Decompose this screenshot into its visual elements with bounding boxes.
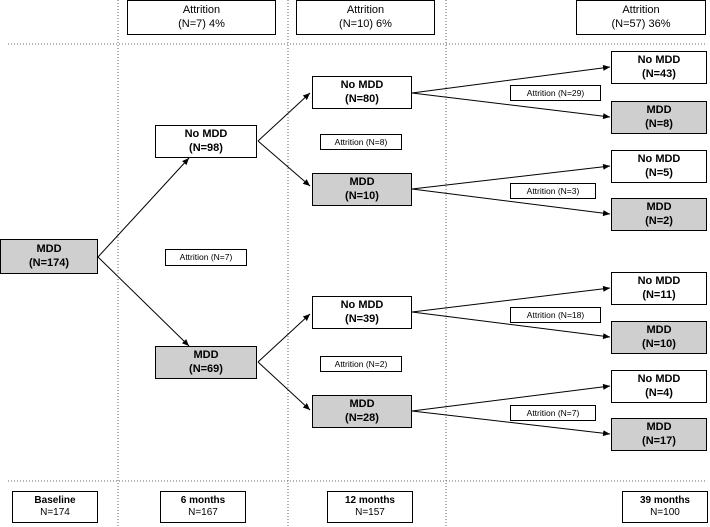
timepoint-title: Baseline (34, 494, 76, 506)
node-39m-2-no-mdd: No MDD (N=5) (611, 150, 707, 183)
node-count: (N=10) (642, 337, 676, 350)
node-count: (N=28) (345, 411, 379, 424)
node-count: (N=39) (345, 312, 379, 325)
timepoint-count: N=157 (355, 507, 385, 518)
node-39m-2-mdd: MDD (N=2) (611, 198, 707, 231)
attrition-label-6m-no-mdd: Attrition (N=8) (320, 134, 402, 150)
node-count: (N=98) (189, 141, 223, 154)
attrition-label-12m-b-no-mdd: Attrition (N=18) (510, 307, 601, 323)
node-label: MDD (193, 348, 219, 361)
node-count: (N=10) (345, 189, 379, 202)
node-label: No MDD (340, 78, 384, 91)
arrow-6m-nomdd-to-12m-nomdd (257, 92, 311, 142)
node-label: MDD (36, 242, 62, 255)
node-count: (N=80) (345, 92, 379, 105)
node-label: No MDD (637, 372, 681, 385)
arrow-12m-a-nomdd-to-39m-1-mdd (411, 92, 611, 120)
node-label: No MDD (340, 298, 384, 311)
node-count: (N=43) (642, 67, 676, 80)
attrition-header-39m: Attrition (N=57) 36% (576, 0, 706, 35)
node-39m-4-mdd: MDD (N=17) (611, 418, 707, 451)
timepoint-title: 6 months (180, 494, 226, 506)
arrow-12m-a-mdd-to-39m-2-mdd (411, 188, 611, 217)
node-39m-1-no-mdd: No MDD (N=43) (611, 51, 707, 84)
node-12m-a-no-mdd: No MDD (N=80) (312, 76, 412, 109)
node-count: (N=17) (642, 434, 676, 447)
arrow-12m-b-nomdd-to-39m-3-mdd (411, 311, 611, 340)
attrition-header-39m-value: (N=57) 36% (611, 17, 671, 30)
arrow-baseline-to-6m-nomdd (97, 157, 190, 258)
attrition-header-12m-label: Attrition (346, 3, 385, 16)
node-label: MDD (349, 175, 375, 188)
node-label: No MDD (637, 53, 681, 66)
timepoint-39-months: 39 months N=100 (622, 491, 708, 523)
node-count: (N=69) (189, 362, 223, 375)
node-baseline-mdd: MDD (N=174) (0, 239, 98, 274)
timepoint-count: N=167 (188, 507, 218, 518)
arrow-12m-b-nomdd-to-39m-3-nomdd (411, 285, 611, 313)
node-39m-1-mdd: MDD (N=8) (611, 101, 707, 134)
node-12m-b-no-mdd: No MDD (N=39) (312, 296, 412, 329)
arrow-12m-b-mdd-to-39m-4-nomdd (411, 383, 611, 412)
attrition-label-12m-b-mdd: Attrition (N=7) (510, 405, 596, 421)
node-12m-b-mdd: MDD (N=28) (312, 395, 412, 428)
attrition-label-12m-a-no-mdd: Attrition (N=29) (510, 85, 601, 101)
timepoint-count: N=100 (650, 507, 680, 518)
arrow-6m-nomdd-to-12m-mdd (257, 140, 311, 187)
node-label: MDD (646, 103, 672, 116)
timepoint-12-months: 12 months N=157 (327, 491, 413, 523)
arrow-6m-mdd-to-12m-mdd (257, 361, 311, 411)
attrition-header-6m: Attrition (N=7) 4% (127, 0, 276, 35)
arrow-12m-b-mdd-to-39m-4-mdd (411, 410, 611, 437)
node-label: MDD (646, 200, 672, 213)
attrition-header-12m: Attrition (N=10) 6% (296, 0, 435, 35)
timepoint-title: 39 months (639, 494, 690, 506)
timepoint-count: N=174 (40, 507, 70, 518)
node-39m-3-mdd: MDD (N=10) (611, 321, 707, 354)
attrition-header-12m-value: (N=10) 6% (339, 17, 392, 30)
attrition-label-12m-a-mdd: Attrition (N=3) (510, 183, 596, 199)
node-6m-mdd: MDD (N=69) (155, 346, 257, 379)
arrow-6m-mdd-to-12m-nomdd (257, 313, 311, 363)
attrition-header-6m-value: (N=7) 4% (178, 17, 225, 30)
node-count: (N=174) (28, 256, 70, 269)
node-count: (N=2) (645, 214, 673, 227)
attrition-label-baseline: Attrition (N=7) (165, 249, 247, 266)
attrition-header-39m-label: Attrition (622, 3, 660, 16)
attrition-header-6m-label: Attrition (182, 3, 221, 16)
node-label: MDD (349, 397, 375, 410)
node-label: MDD (646, 420, 672, 433)
arrow-12m-a-nomdd-to-39m-1-nomdd (411, 64, 611, 94)
node-label: No MDD (637, 274, 681, 287)
node-count: (N=8) (645, 117, 673, 130)
node-12m-a-mdd: MDD (N=10) (312, 173, 412, 206)
node-6m-no-mdd: No MDD (N=98) (155, 125, 257, 158)
node-39m-4-no-mdd: No MDD (N=4) (611, 370, 707, 403)
node-label: No MDD (637, 152, 681, 165)
timepoint-6-months: 6 months N=167 (160, 491, 246, 523)
node-label: MDD (646, 323, 672, 336)
timepoint-title: 12 months (344, 494, 395, 506)
node-label: No MDD (184, 127, 228, 140)
attrition-label-6m-mdd: Attrition (N=2) (320, 356, 402, 372)
arrow-baseline-to-6m-mdd (97, 256, 190, 347)
timepoint-baseline: Baseline N=174 (12, 491, 98, 523)
arrow-12m-a-mdd-to-39m-2-nomdd (411, 163, 611, 190)
node-count: (N=4) (645, 386, 673, 399)
node-count: (N=5) (645, 166, 673, 179)
node-39m-3-no-mdd: No MDD (N=11) (611, 272, 707, 305)
node-count: (N=11) (642, 288, 676, 301)
